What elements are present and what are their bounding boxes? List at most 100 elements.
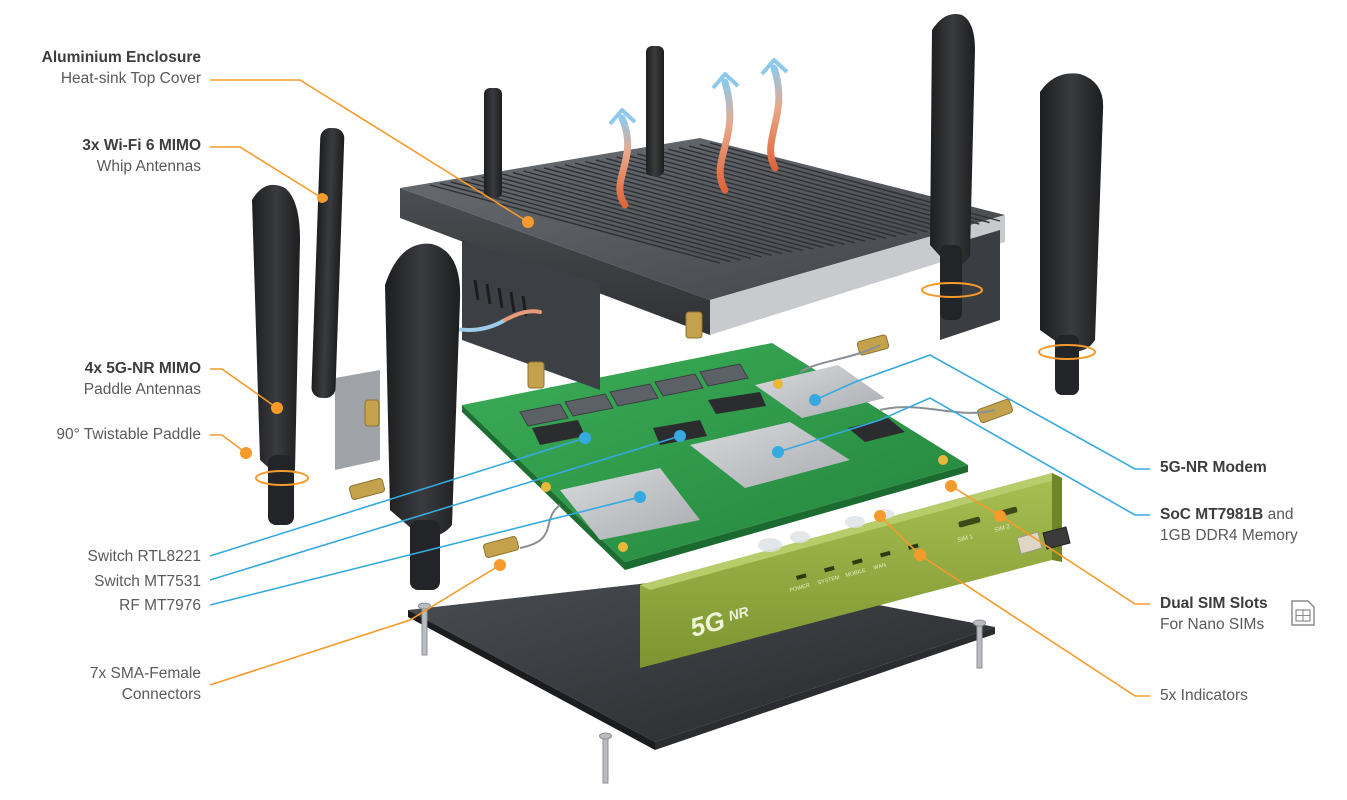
label-wifi-antennas: 3x Wi-Fi 6 MIMO Whip Antennas bbox=[82, 135, 201, 177]
heatsink-fin bbox=[523, 170, 814, 250]
heatsink-fin bbox=[554, 165, 845, 246]
label-title: Dual SIM Slots bbox=[1160, 595, 1268, 612]
label-title: 4x 5G-NR MIMO bbox=[84, 360, 201, 377]
indicator-led bbox=[852, 558, 863, 565]
indicator-led-label: MOBILE bbox=[845, 568, 867, 579]
callout-mt7531-line bbox=[209, 435, 681, 581]
heat-flow-arrows bbox=[616, 64, 783, 209]
callout-indicators-line bbox=[919, 554, 1150, 697]
svg-text:NR: NR bbox=[727, 603, 752, 624]
5g-paddle-antenna-right-2 bbox=[1040, 73, 1104, 395]
5g-paddle-antenna-front bbox=[385, 243, 461, 590]
heatsink-fin bbox=[657, 150, 949, 230]
heatsink-fin bbox=[637, 153, 928, 233]
label-paddle-antennas: 4x 5G-NR MIMO Paddle Antennas bbox=[84, 358, 201, 400]
label-text: Switch RTL8221 bbox=[87, 548, 201, 565]
label-subtitle: Heat-sink Top Cover bbox=[60, 70, 201, 87]
label-subtitle: 1GB DDR4 Memory bbox=[1160, 527, 1298, 544]
aluminium-enclosure bbox=[335, 138, 1005, 470]
indicator-led-label: SYSTEM bbox=[817, 575, 841, 587]
heatsink-fin bbox=[585, 160, 876, 241]
heatsink-fin bbox=[481, 176, 773, 256]
chip-rtl8221 bbox=[532, 420, 585, 445]
callout-mt7976-line bbox=[209, 496, 641, 606]
heatsink-fin bbox=[471, 178, 762, 258]
label-twistable-paddle: 90° Twistable Paddle bbox=[56, 424, 201, 445]
svg-text:SIM 1: SIM 1 bbox=[957, 534, 974, 544]
callout-enclosure-line bbox=[210, 79, 529, 223]
callout-indicators-line-2 bbox=[879, 515, 921, 556]
callout-rtl8221-line bbox=[209, 437, 586, 557]
callout-soc-line bbox=[777, 397, 1150, 516]
label-aluminium-enclosure: Aluminium Enclosure Heat-sink Top Cover bbox=[42, 47, 201, 89]
rf-shield bbox=[560, 468, 700, 540]
sim-slot-1: SIM 1 bbox=[957, 516, 981, 544]
label-indicators: 5x Indicators bbox=[1160, 685, 1248, 706]
wifi-whip-antenna-1 bbox=[311, 128, 345, 398]
label-line-2: Connectors bbox=[121, 686, 201, 703]
mounting-holes bbox=[541, 379, 948, 552]
label-title-suffix: and bbox=[1263, 506, 1294, 523]
heatsink-fin bbox=[626, 154, 918, 235]
soc-shield bbox=[690, 422, 850, 488]
indicator-led bbox=[908, 543, 919, 550]
heatsink-fin bbox=[429, 184, 721, 264]
wifi-whip-antenna-3 bbox=[646, 46, 664, 176]
base-plate bbox=[408, 574, 995, 784]
heatsink-fin bbox=[502, 173, 793, 253]
sim-card-icon bbox=[1291, 600, 1315, 626]
callout-lines-blue bbox=[209, 354, 1150, 606]
indicator-led-label: POWER bbox=[789, 583, 811, 594]
label-sma-connectors: 7x SMA-Female Connectors bbox=[90, 663, 201, 705]
heatsink-fin bbox=[647, 151, 938, 232]
modem-module bbox=[755, 365, 905, 442]
heatsink-fin bbox=[512, 171, 804, 252]
label-rf-mt7976: RF MT7976 bbox=[119, 595, 201, 616]
heat-arrow-heads bbox=[608, 58, 789, 126]
label-title: SoC MT7981B bbox=[1160, 506, 1264, 523]
heatsink-fins bbox=[429, 142, 1001, 264]
label-switch-rtl8221: Switch RTL8221 bbox=[88, 546, 201, 567]
label-text: RF MT7976 bbox=[119, 597, 201, 614]
callout-paddle-line bbox=[210, 368, 278, 409]
callout-dots bbox=[240, 193, 1006, 571]
chip-ram bbox=[708, 392, 766, 414]
label-subtitle: Paddle Antennas bbox=[83, 381, 201, 398]
callout-modem-line bbox=[814, 354, 1150, 470]
callout-wifi-line bbox=[210, 146, 323, 199]
wifi-whip-antenna-2 bbox=[484, 88, 502, 198]
indicator-led bbox=[880, 550, 891, 558]
rj45-connectors bbox=[519, 363, 749, 427]
callout-twist-line bbox=[210, 434, 247, 454]
heatsink-fin bbox=[460, 179, 752, 260]
label-title: 5G-NR Modem bbox=[1160, 459, 1267, 476]
indicator-led bbox=[824, 565, 835, 573]
label-line-1: 7x SMA-Female bbox=[89, 665, 201, 682]
label-text: Switch MT7531 bbox=[94, 573, 201, 590]
heatsink-fin bbox=[595, 159, 887, 239]
label-switch-mt7531: Switch MT7531 bbox=[94, 571, 201, 592]
label-text: 90° Twistable Paddle bbox=[56, 426, 201, 443]
label-text: 5x Indicators bbox=[1160, 687, 1248, 704]
vent-slots bbox=[473, 279, 528, 317]
rf-pigtail-cables bbox=[519, 344, 996, 549]
enclosure-bracket-left bbox=[335, 370, 380, 470]
heatsink-fin bbox=[668, 148, 959, 228]
label-5g-modem: 5G-NR Modem bbox=[1160, 457, 1267, 478]
pcb-board bbox=[462, 343, 968, 570]
twist-rotation-indicators bbox=[255, 282, 1096, 486]
label-title: 3x Wi-Fi 6 MIMO bbox=[82, 137, 201, 154]
callout-sma-line bbox=[209, 564, 501, 686]
heatsink-fin bbox=[564, 164, 855, 244]
heatsink-fin bbox=[543, 167, 835, 247]
nano-sim-cards bbox=[1016, 526, 1071, 555]
heatsink-fin bbox=[492, 174, 783, 255]
label-subtitle: Whip Antennas bbox=[96, 158, 201, 175]
heatsink-fin bbox=[678, 146, 970, 227]
label-title: Aluminium Enclosure bbox=[41, 49, 201, 66]
svg-text:SIM 2: SIM 2 bbox=[994, 524, 1011, 534]
label-dual-sim: Dual SIM Slots For Nano SIMs bbox=[1160, 593, 1268, 635]
